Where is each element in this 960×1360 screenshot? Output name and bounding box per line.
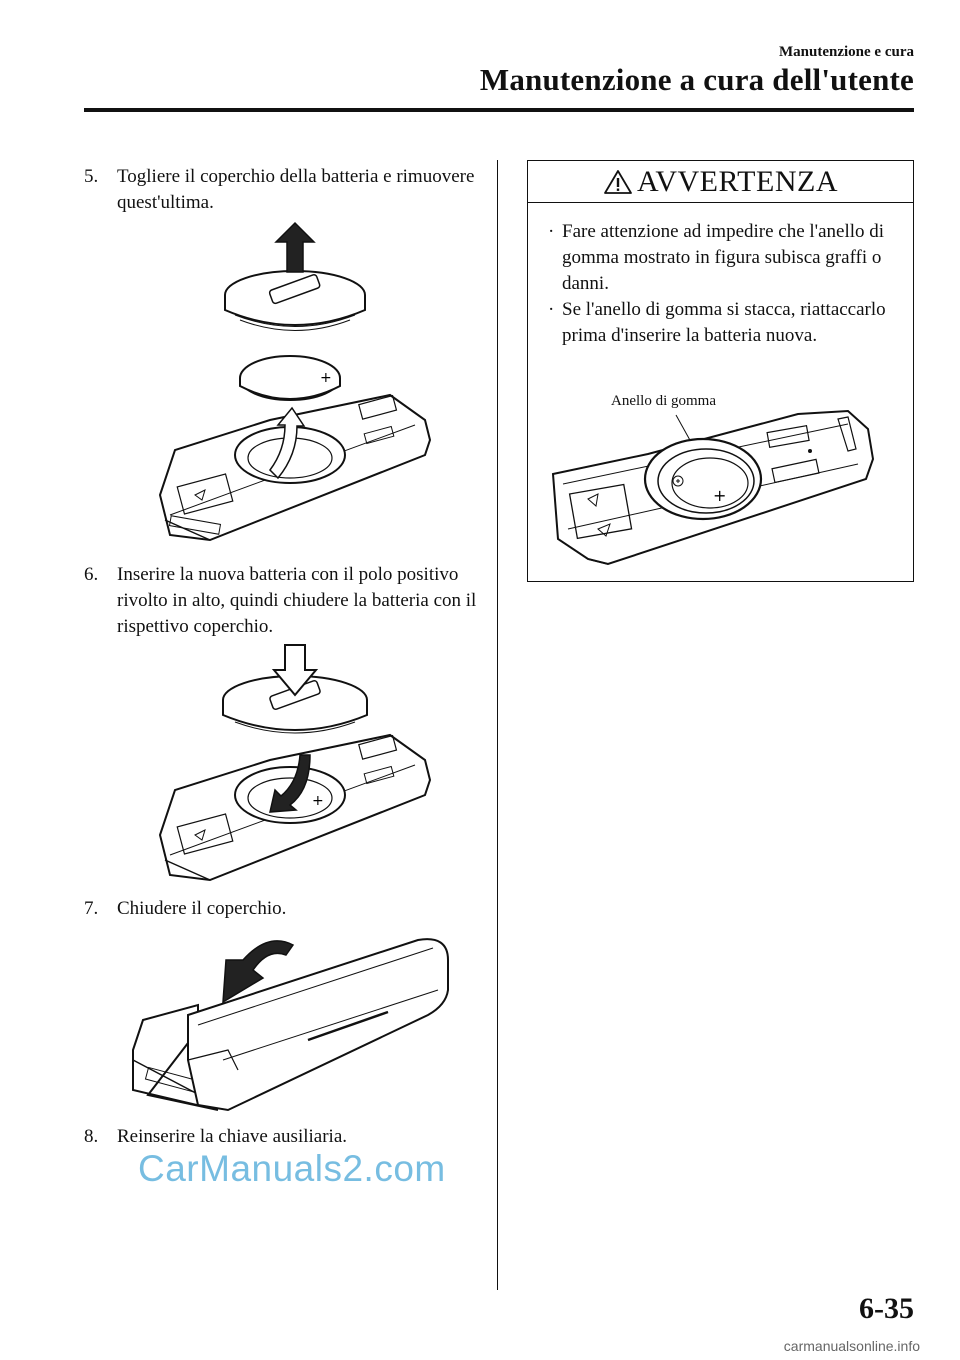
section-header: Manutenzione e cura [779, 44, 914, 60]
warning-bullet: ·Se l'anello di gomma si stacca, riattac… [548, 299, 886, 346]
svg-text:+: + [320, 370, 332, 386]
step-text: Togliere il coperchio della batteria e r… [117, 166, 475, 213]
warning-header: AVVERTENZA [528, 161, 913, 203]
step-text: Reinserire la chiave ausiliaria. [117, 1126, 348, 1147]
footer-url: carmanualsonline.info [783, 1338, 920, 1354]
svg-text:+: + [713, 486, 726, 505]
warning-box: AVVERTENZA ·Fare attenzione ad impedire … [527, 160, 914, 582]
step-7: 7. Chiudere il coperchio. [84, 896, 484, 922]
warning-list: ·Fare attenzione ad impedire che l'anell… [548, 219, 903, 349]
remove-battery-illustration: + [150, 220, 440, 555]
page-number: 6-35 [859, 1292, 914, 1325]
step-number: 8. [84, 1126, 99, 1147]
step-6: 6. Inserire la nuova batteria con il pol… [84, 562, 484, 640]
step-8: 8. Reinserire la chiave ausiliaria. [84, 1124, 484, 1150]
watermark: CarManuals2.com [138, 1148, 446, 1189]
page-title: Manutenzione a cura dell'utente [479, 62, 914, 97]
step-number: 7. [84, 898, 99, 919]
header-rule [84, 108, 914, 112]
warning-triangle-icon [604, 169, 632, 194]
rubber-ring-label: Anello di gomma [611, 393, 716, 409]
step-text: Inserire la nuova batteria con il polo p… [117, 564, 477, 637]
step-number: 5. [84, 166, 99, 187]
step-text: Chiudere il coperchio. [117, 898, 287, 919]
step-number: 6. [84, 564, 99, 585]
warning-title: AVVERTENZA [637, 164, 838, 198]
svg-text:+: + [312, 793, 324, 809]
column-divider [497, 160, 498, 1290]
warning-bullet: ·Fare attenzione ad impedire che l'anell… [548, 221, 885, 294]
rubber-ring-illustration: + [548, 389, 893, 574]
close-cover-illustration [128, 920, 458, 1115]
insert-battery-illustration: + [150, 640, 440, 890]
step-5: 5. Togliere il coperchio della batteria … [84, 164, 484, 216]
